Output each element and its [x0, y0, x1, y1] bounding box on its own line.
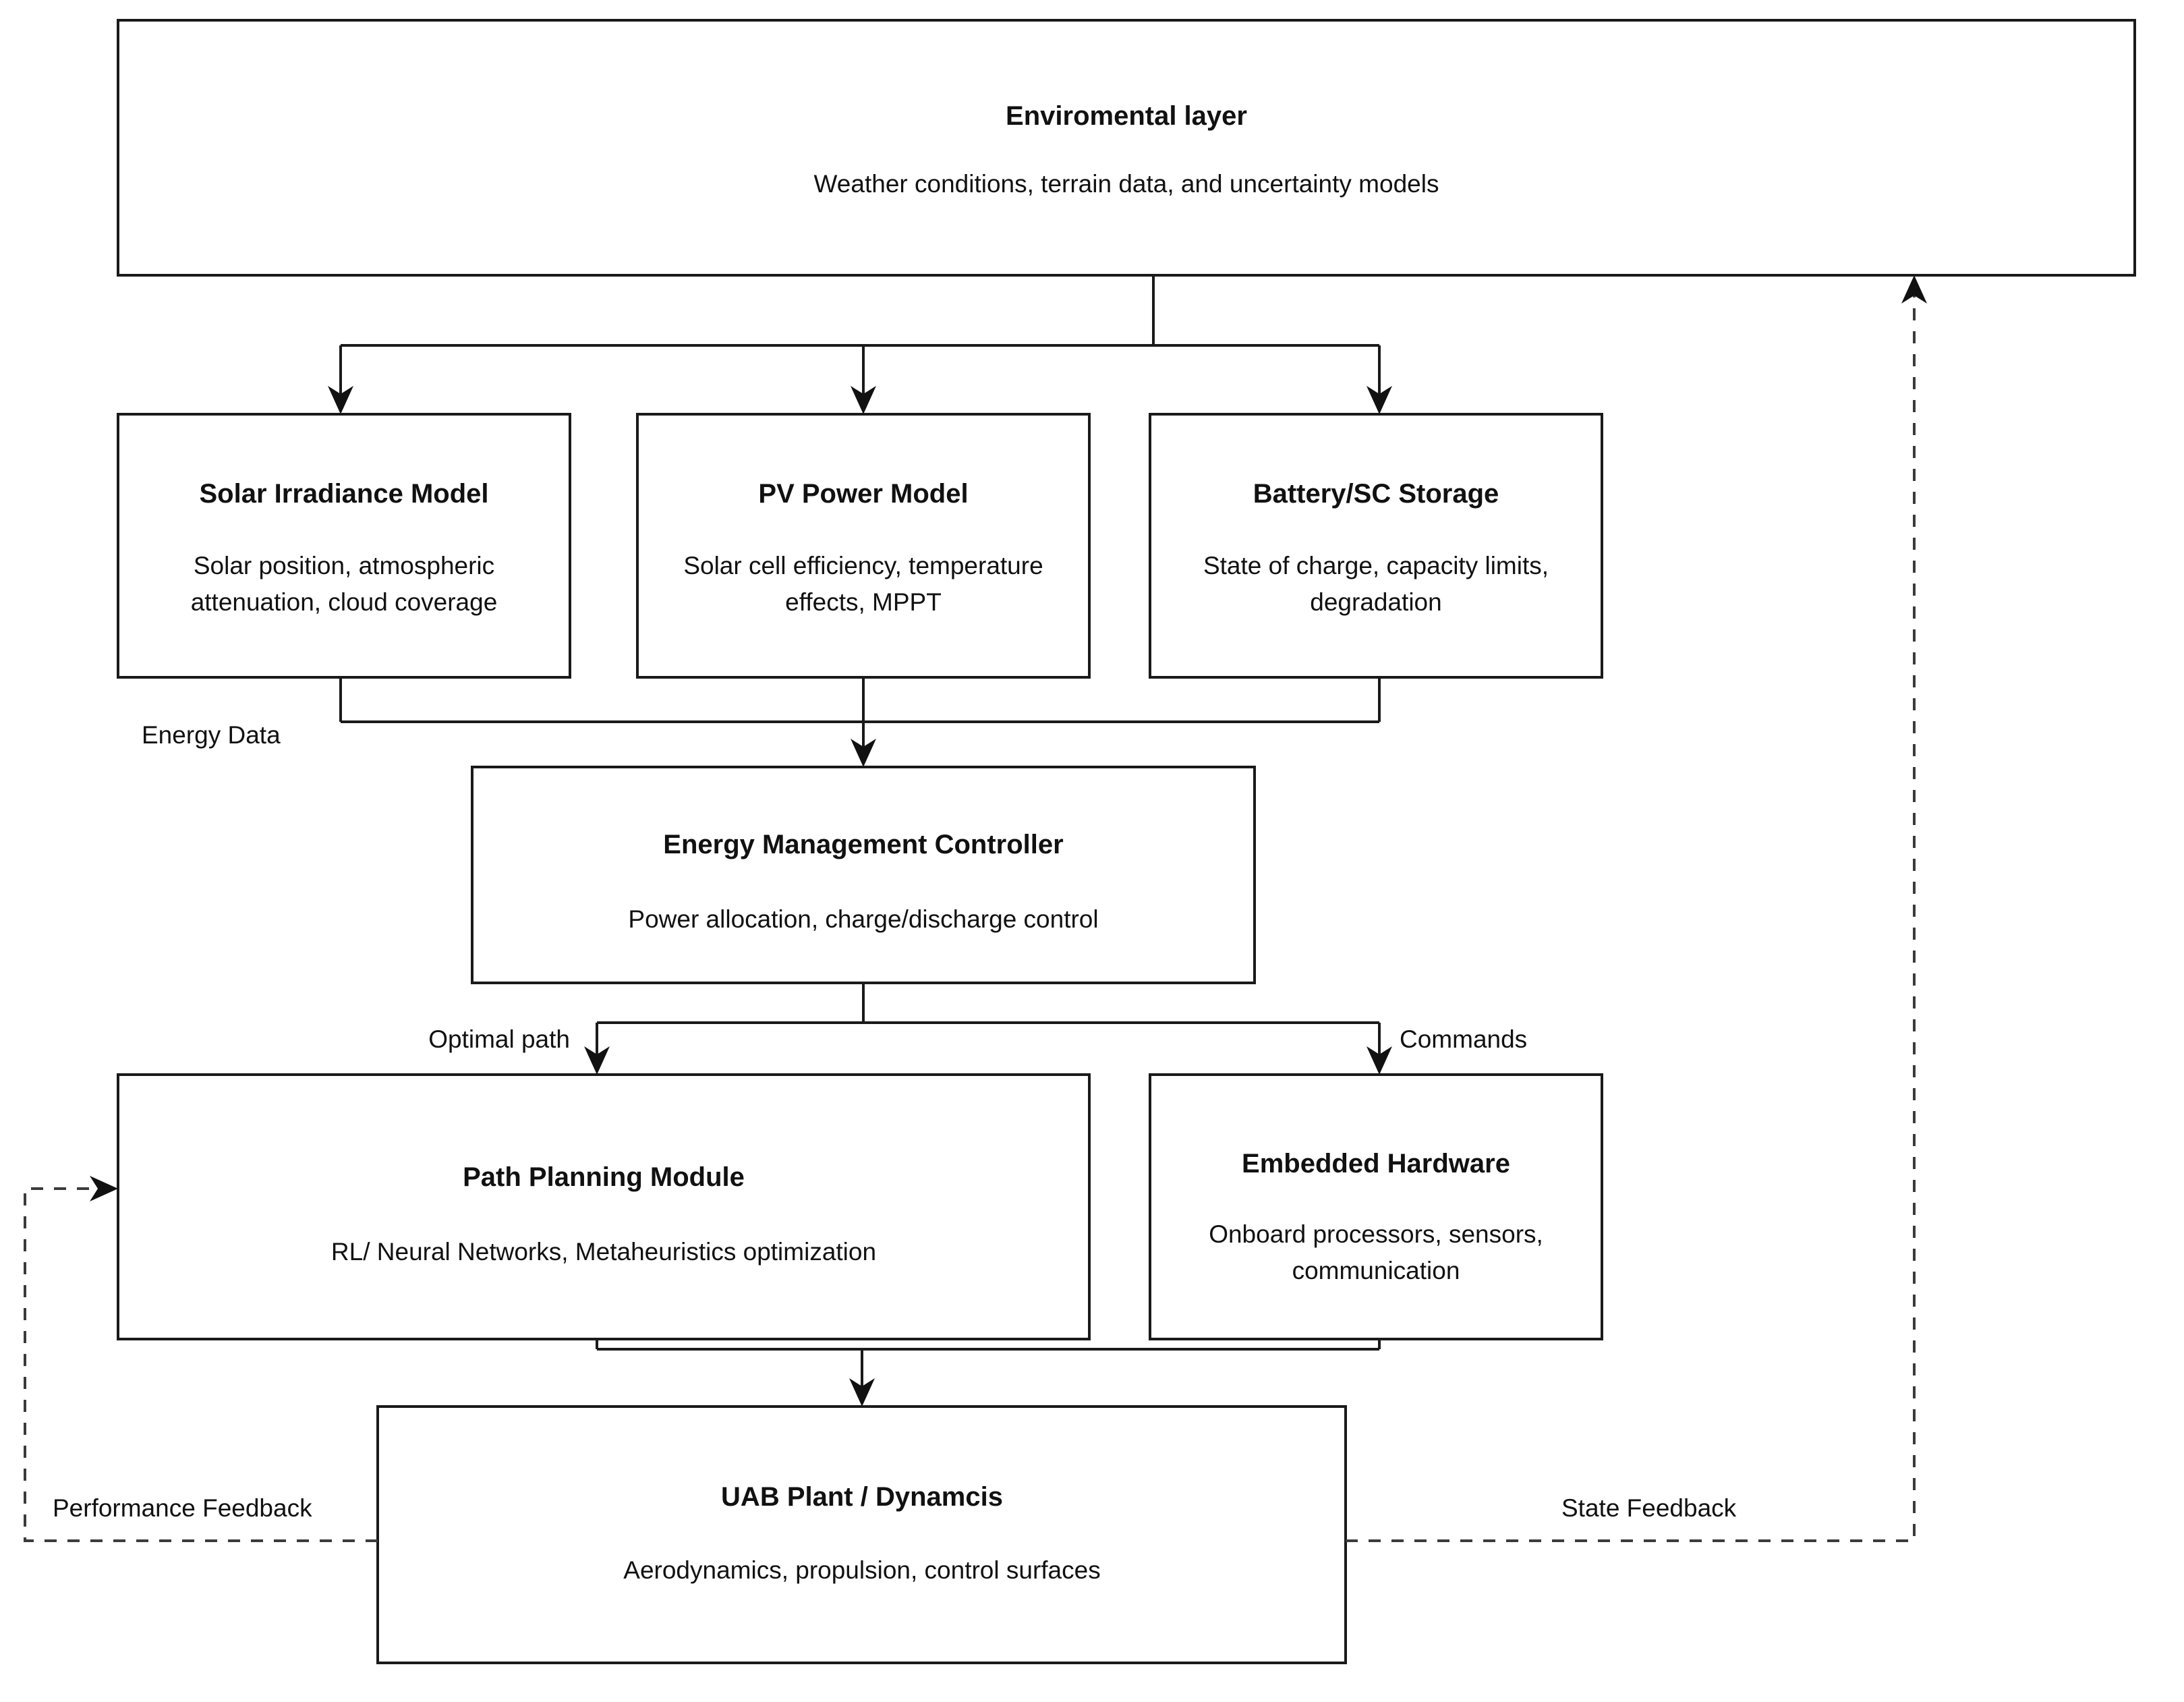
embedded-hardware-desc-line1: Onboard processors, sensors, — [1209, 1220, 1543, 1248]
solar-irradiance-model-title: Solar Irradiance Model — [199, 479, 488, 509]
arrow-head-down-hardware — [1367, 1046, 1392, 1075]
uab-plant-dynamics-box — [376, 1405, 1347, 1664]
uab-plant-dynamics-desc: Aerodynamics, propulsion, control surfac… — [623, 1556, 1100, 1584]
edge-state-feedback: State Feedback — [1346, 275, 1927, 1542]
arrow-head-down-battery — [1367, 386, 1392, 414]
edge-label-optimal-path: Optimal path — [428, 1025, 570, 1053]
node-solar-irradiance-model[interactable]: Solar Irradiance Model Solar position, a… — [117, 413, 571, 679]
arrow-head-up-state-feedback — [1901, 275, 1927, 304]
edge-performance-feedback: Performance Feedback — [24, 1176, 378, 1542]
edge-models-to-emc: Energy Data — [142, 677, 1381, 767]
battery-sc-storage-desc-line1: State of charge, capacity limits, — [1203, 552, 1549, 579]
battery-sc-storage-title: Battery/SC Storage — [1253, 479, 1499, 509]
energy-management-controller-desc: Power allocation, charge/discharge contr… — [628, 905, 1098, 933]
arrow-head-down-solar — [328, 386, 353, 414]
pv-power-model-desc-line2: effects, MPPT — [785, 588, 942, 616]
solar-irradiance-model-desc-line2: attenuation, cloud coverage — [191, 588, 498, 616]
path-planning-module-box — [117, 1073, 1091, 1340]
node-embedded-hardware[interactable]: Embedded Hardware Onboard processors, se… — [1149, 1073, 1603, 1340]
edge-label-state-feedback: State Feedback — [1561, 1494, 1737, 1522]
embedded-hardware-box — [1149, 1073, 1603, 1340]
edge-state-feedback-path — [1346, 293, 1916, 1542]
node-energy-management-controller[interactable]: Energy Management Controller Power alloc… — [471, 766, 1256, 984]
solar-irradiance-model-desc-line1: Solar position, atmospheric — [194, 552, 494, 579]
edge-label-performance-feedback: Performance Feedback — [53, 1494, 312, 1522]
energy-management-controller-box — [471, 766, 1256, 984]
environmental-layer-title: Enviromental layer — [1006, 101, 1247, 131]
path-planning-module-desc: RL/ Neural Networks, Metaheuristics opti… — [331, 1238, 876, 1266]
edge-label-energy-data: Energy Data — [142, 721, 281, 749]
pv-power-model-desc-line1: Solar cell efficiency, temperature — [683, 552, 1043, 579]
uab-plant-dynamics-title: UAB Plant / Dynamcis — [721, 1482, 1003, 1512]
pv-power-model-title: PV Power Model — [758, 479, 968, 509]
environmental-layer-desc: Weather conditions, terrain data, and un… — [814, 170, 1439, 198]
edge-lower-to-plant — [596, 1339, 1381, 1407]
environmental-layer-box — [117, 19, 2136, 277]
node-battery-sc-storage[interactable]: Battery/SC Storage State of charge, capa… — [1149, 413, 1603, 679]
edge-env-to-models — [328, 275, 1392, 414]
embedded-hardware-title: Embedded Hardware — [1242, 1149, 1510, 1179]
energy-management-controller-title: Energy Management Controller — [663, 830, 1063, 859]
battery-sc-storage-desc-line2: degradation — [1310, 588, 1441, 616]
edge-performance-feedback-path — [24, 1187, 378, 1542]
node-environmental-layer[interactable]: Enviromental layer Weather conditions, t… — [117, 19, 2136, 277]
arrow-head-down-pv — [851, 386, 876, 414]
node-path-planning-module[interactable]: Path Planning Module RL/ Neural Networks… — [117, 1073, 1091, 1340]
arrow-head-down-emc — [851, 739, 876, 767]
node-pv-power-model[interactable]: PV Power Model Solar cell efficiency, te… — [636, 413, 1091, 679]
arrow-head-down-planning — [584, 1046, 610, 1075]
embedded-hardware-desc-line2: communication — [1292, 1257, 1460, 1284]
battery-sc-storage-box — [1149, 413, 1603, 679]
arrow-head-right-performance-feedback — [90, 1176, 118, 1201]
solar-irradiance-model-box — [117, 413, 571, 679]
pv-power-model-box — [636, 413, 1091, 679]
edge-emc-to-lower: Optimal path Commands — [428, 983, 1527, 1075]
path-planning-module-title: Path Planning Module — [463, 1162, 745, 1192]
arrow-head-down-plant — [849, 1378, 875, 1407]
node-uab-plant-dynamics[interactable]: UAB Plant / Dynamcis Aerodynamics, propu… — [376, 1405, 1347, 1664]
edge-label-commands: Commands — [1400, 1025, 1527, 1053]
